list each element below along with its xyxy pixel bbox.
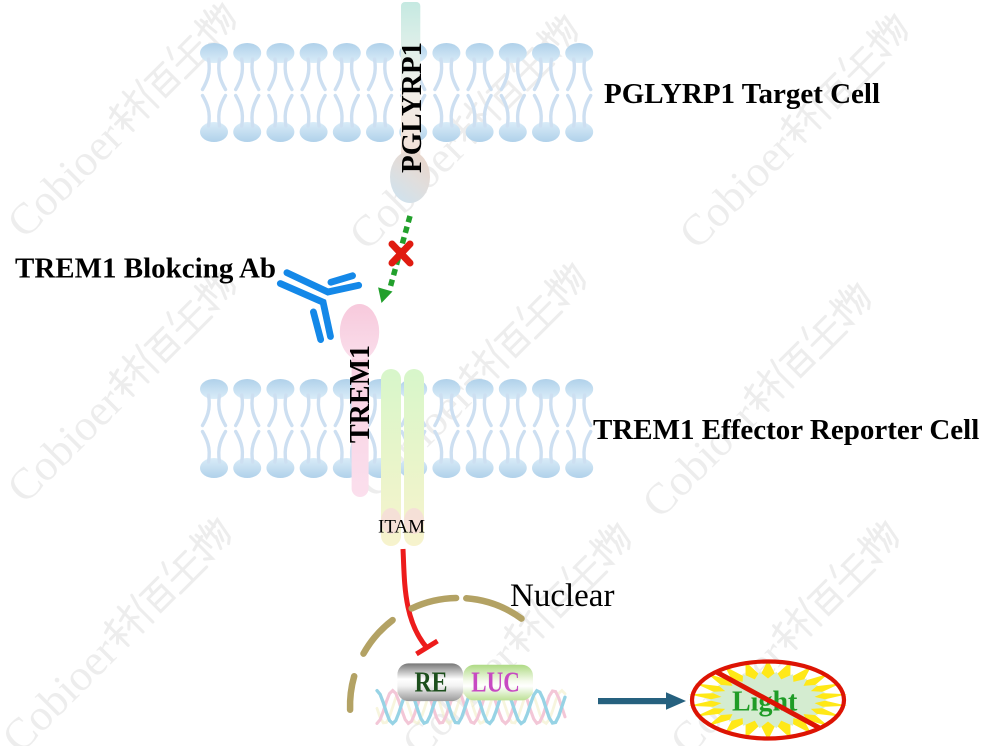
svg-text:TREM1 Blokcing Ab: TREM1 Blokcing Ab — [15, 253, 276, 285]
svg-text:LUC: LUC — [471, 668, 520, 699]
svg-text:PGLYRP1 Target Cell: PGLYRP1 Target Cell — [604, 78, 880, 110]
svg-text:TREM1 Effector Reporter Cell: TREM1 Effector Reporter Cell — [593, 414, 979, 446]
svg-text:RE: RE — [415, 668, 448, 699]
svg-text:ITAM: ITAM — [378, 517, 425, 538]
svg-text:PGLYRP1: PGLYRP1 — [396, 42, 428, 173]
svg-text:Nuclear: Nuclear — [510, 578, 614, 614]
svg-text:TREM1: TREM1 — [345, 345, 376, 443]
